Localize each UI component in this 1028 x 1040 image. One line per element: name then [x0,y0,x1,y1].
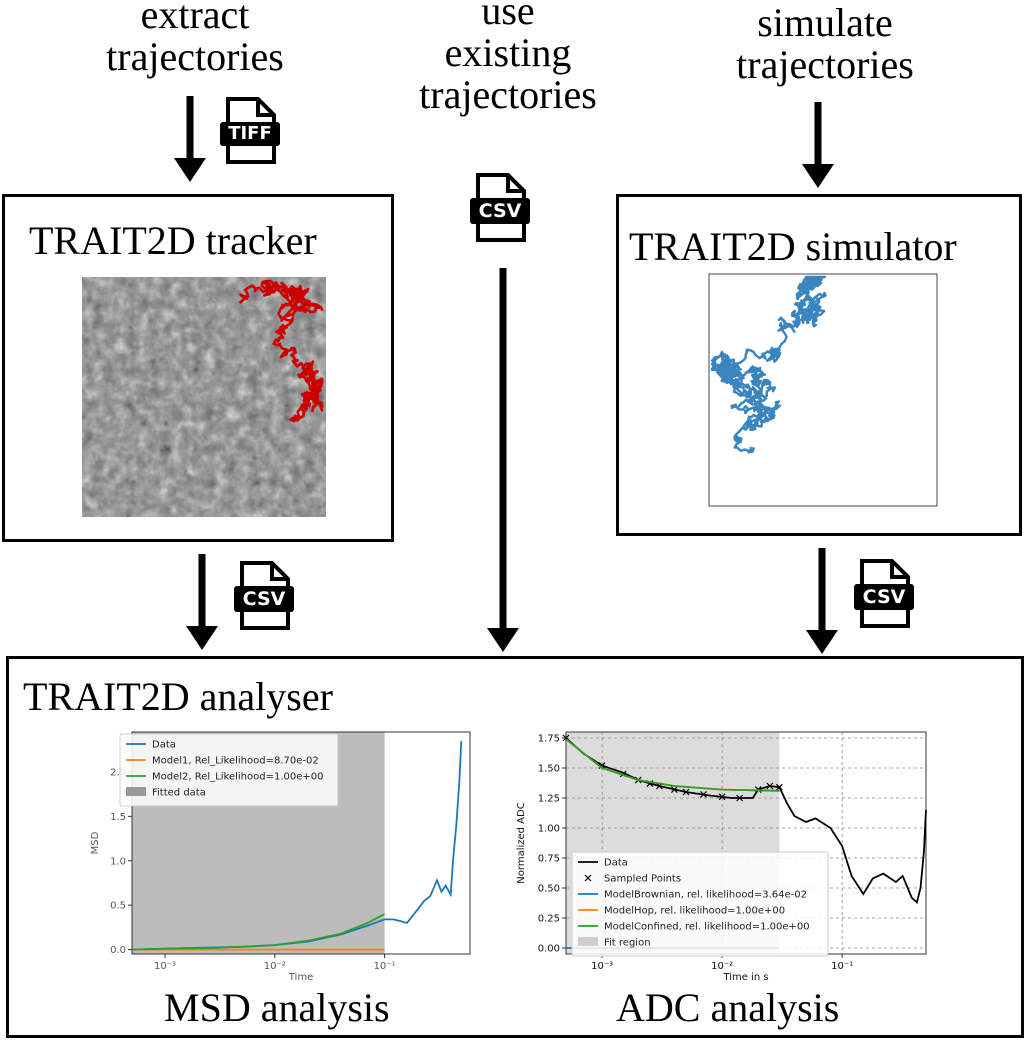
series-line-2 [131,913,386,951]
simulated-trajectory [710,275,827,455]
series-line-0 [565,737,927,905]
tracked-trajectory [239,279,324,423]
sampled-point-marker [598,762,606,770]
y-tick-label: 1.50 [538,764,560,775]
arrow-existing-to-analyser [487,268,519,652]
y-tick-label: 1.75 [538,734,560,745]
x-axis-label: Time [288,972,313,983]
legend-swatch [126,787,146,796]
tiff-file-icon: TIFF [218,96,282,166]
x-tick-label: 10⁻¹ [831,961,853,972]
arrow-tracker-to-analyser [186,554,218,650]
simulator-box: TRAIT2D simulator [616,194,1022,536]
y-tick-label: 1.25 [538,794,560,805]
csv-file-icon-existing: CSV [468,172,532,244]
y-tick-label: 2.0 [110,767,126,778]
arrow-simulator-to-analyser [806,548,838,654]
x-tick-label: 10⁻³ [154,961,176,972]
sampled-point-marker [718,793,726,801]
arrow-simulate-to-simulator [802,102,834,188]
legend-label: Sampled Points [604,874,681,885]
y-axis-label: MSD [90,831,101,854]
legend-label: Model1, Rel_Likelihood=8.70e-02 [152,756,319,767]
y-tick-label: 0.25 [538,914,560,925]
y-tick-label: 0.5 [110,901,126,912]
x-tick-label: 10⁻³ [591,961,613,972]
x-tick-label: 10⁻¹ [374,961,396,972]
sampled-point-marker [700,790,707,798]
y-tick-label: 0.50 [538,884,560,895]
x-tick-label: 10⁻² [264,961,286,972]
legend-label: Data [152,740,176,751]
csv-file-icon-simulator: CSV [852,558,916,630]
tracker-box: TRAIT2D tracker [2,194,394,542]
sampled-point-marker [766,782,774,790]
y-tick-label: 1.0 [110,856,126,867]
sampled-point-marker [736,794,744,802]
legend-box [119,733,339,807]
legend-label: Model2, Rel_Likelihood=1.00e+00 [152,772,324,783]
y-tick-label: 1.5 [110,812,126,823]
legend-box [571,851,829,957]
label-simulate-trajectories: simulate trajectories [736,0,914,87]
y-tick-label: 1.00 [538,824,560,835]
legend-swatch [584,874,592,882]
adc-caption: ADC analysis [616,985,840,1030]
msd-caption: MSD analysis [164,985,390,1030]
legend-label: Fit region [604,938,651,949]
series-line-4 [565,738,780,792]
legend-label: Data [604,858,628,869]
arrow-extract-to-tracker [174,96,206,182]
analyser-title: TRAIT2D analyser [23,674,333,719]
legend-label: Fitted data [152,788,206,799]
y-tick-label: 0.75 [538,854,560,865]
tracker-title: TRAIT2D tracker [29,218,317,263]
axes-frame [131,731,471,955]
label-use-existing-trajectories: use existing trajectories [419,0,597,117]
x-tick-label: 10⁻² [711,961,733,972]
legend-label: ModelHop, rel. likelihood=1.00e+00 [604,906,785,917]
simulator-title: TRAIT2D simulator [629,224,957,269]
y-tick-label: 0.0 [110,945,126,956]
y-axis-label: Normalized ADC [516,802,527,883]
sampled-point-marker [670,786,678,794]
tracker-image [82,277,326,517]
legend-label: ModelConfined, rel. likelihood=1.00e+00 [604,922,810,933]
simulator-plot [708,273,938,507]
label-extract-trajectories: extract trajectories [106,0,284,79]
y-tick-label: 0.00 [538,944,560,955]
legend-swatch [578,937,598,946]
x-axis-label: Time in s [722,972,768,983]
csv-file-icon-tracker: CSV [232,560,296,632]
adc-chart: 10⁻³ 10⁻² 10⁻¹ 0.00 0.25 0.50 0.75 1.00 1.25 1.50… [516,731,927,983]
sampled-point-marker [682,788,690,796]
sampled-point-marker [775,783,783,791]
legend-label: ModelBrownian, rel. likelihood=3.64e-02 [604,890,807,901]
